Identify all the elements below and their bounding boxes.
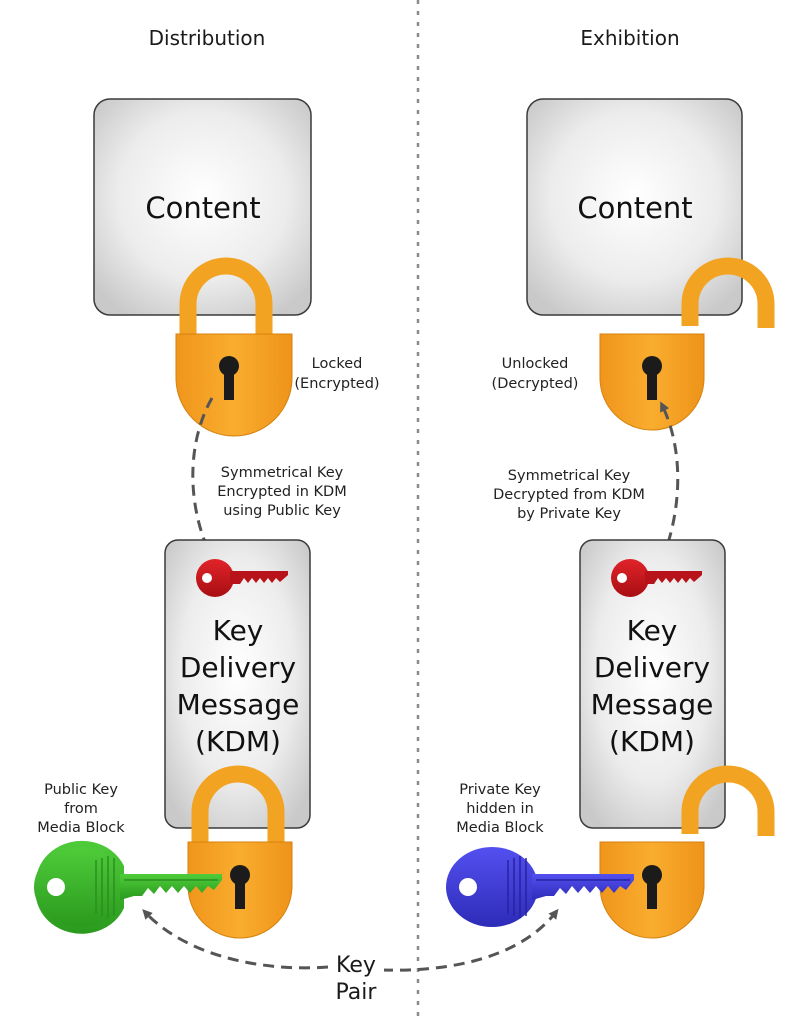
key-pair-arrow-right — [381, 908, 559, 972]
public-key-note-line2: from — [64, 801, 98, 817]
right-symmetric-note-line2: Decrypted from KDM — [493, 487, 645, 503]
private-key-note-line2: hidden in — [466, 801, 534, 817]
right-lock-status-line2: (Decrypted) — [492, 376, 579, 392]
left-encrypt-arrow — [191, 397, 214, 556]
private-key-note-line1: Private Key — [459, 782, 541, 798]
right-kdm-line1: Key — [627, 614, 678, 647]
right-kdm-line2: Delivery — [594, 651, 710, 684]
left-content-label: Content — [145, 191, 260, 225]
left-symmetric-note-line2: Encrypted in KDM — [217, 484, 347, 500]
left-symmetric-note-line1: Symmetrical Key — [221, 465, 344, 481]
exhibition-title: Exhibition — [580, 26, 679, 50]
public-key-icon — [34, 840, 222, 934]
right-symmetric-note-line3: by Private Key — [517, 506, 621, 522]
right-kdm-line4: (KDM) — [609, 725, 695, 758]
left-kdm-line3: Message — [177, 688, 300, 721]
right-content-box: Content — [526, 98, 743, 316]
left-symmetric-note-line3: using Public Key — [223, 503, 341, 519]
right-kdm-unlocked-padlock-icon — [599, 765, 775, 939]
right-content-label: Content — [577, 191, 692, 225]
left-kdm-box — [164, 539, 311, 829]
left-kdm-locked-padlock-icon — [187, 765, 293, 939]
right-lock-status-line1: Unlocked — [502, 356, 569, 372]
left-kdm-line1: Key — [213, 614, 264, 647]
left-kdm-line2: Delivery — [180, 651, 296, 684]
key-pair-label-line1: Key — [336, 953, 376, 978]
right-symmetric-key-icon — [611, 559, 702, 597]
right-symmetric-note-line1: Symmetrical Key — [508, 468, 631, 484]
left-lock-status-line2: (Encrypted) — [294, 376, 379, 392]
key-pair-label-backdrop — [328, 950, 384, 1006]
right-kdm-box — [579, 539, 726, 829]
left-symmetric-key-icon — [196, 559, 288, 597]
private-key-note-line3: Media Block — [456, 820, 544, 836]
key-pair-label-line2: Pair — [336, 980, 378, 1005]
public-key-note-line3: Media Block — [37, 820, 125, 836]
distribution-title: Distribution — [149, 26, 266, 50]
left-locked-padlock-icon — [175, 257, 293, 437]
right-unlocked-padlock-icon — [599, 257, 775, 431]
public-key-note-line1: Public Key — [44, 782, 118, 798]
left-content-box: Content — [93, 98, 312, 316]
private-key-icon — [446, 847, 634, 927]
key-pair-arrow-left — [142, 909, 329, 970]
right-kdm-line3: Message — [591, 688, 714, 721]
left-kdm-line4: (KDM) — [195, 725, 281, 758]
left-lock-status-line1: Locked — [312, 356, 363, 372]
